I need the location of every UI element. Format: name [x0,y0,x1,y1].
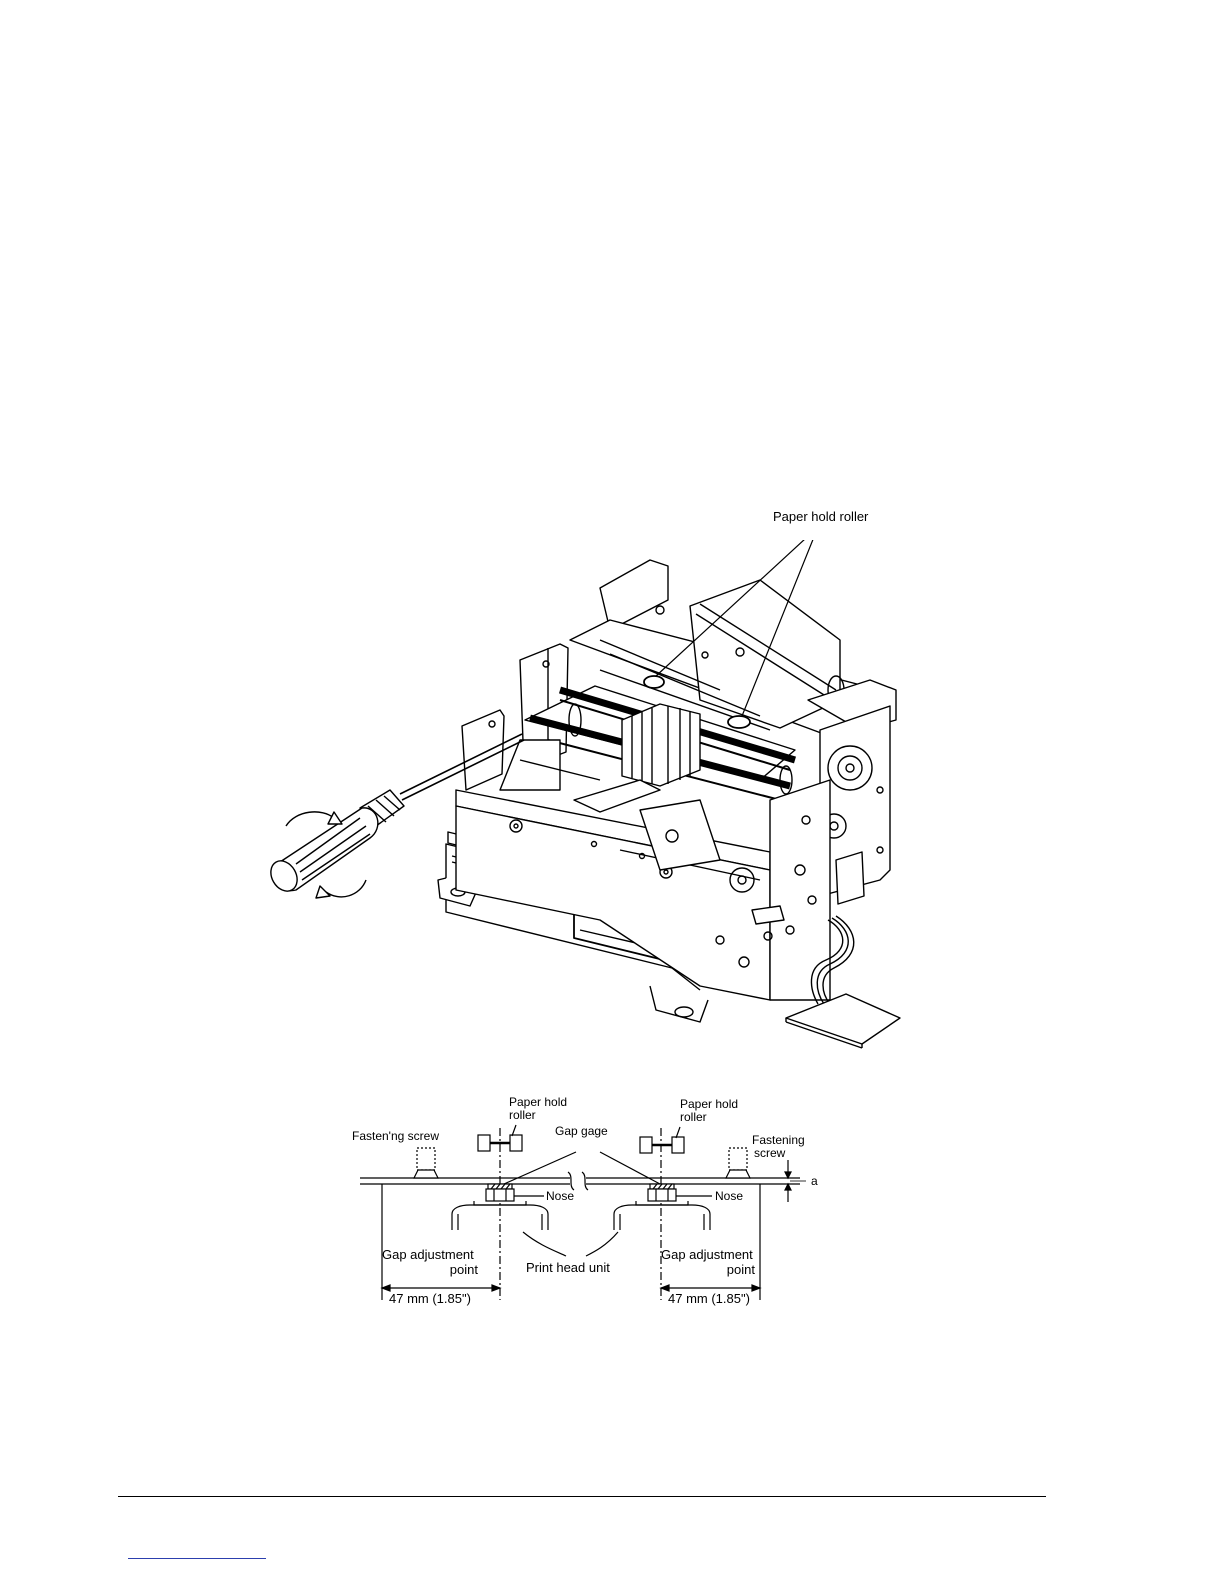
distance-label-right: 47 mm (1.85") [668,1291,750,1306]
gap-gage-leader-right [600,1152,660,1184]
gap-gage-right [650,1184,674,1189]
print-head-leader-left [523,1232,566,1256]
nose-label-left: Nose [546,1190,574,1203]
gap-gage-left [488,1184,512,1189]
gap-adjustment-point-label-right: Gap adjustment point [661,1247,761,1277]
gap-dimension-label: a [811,1175,818,1188]
fastening-screw-label-right: Fastening screw [752,1134,805,1160]
distance-label-left: 47 mm (1.85") [389,1291,471,1306]
fastening-screw-left-icon [414,1148,438,1178]
footer-link-underline[interactable] [128,1558,266,1559]
gap-gage-label: Gap gage [555,1125,608,1138]
paper-hold-roller-label-left: Paper hold roller [509,1096,567,1122]
paper-hold-roller-right-icon [640,1137,684,1153]
gap-gage-leader-left [504,1152,576,1184]
footer-rule [118,1496,1046,1497]
printer-mechanism-illustration [260,540,920,1060]
print-head-unit-right [614,1189,710,1230]
print-head-leader-right [586,1232,618,1256]
front-frame [456,790,770,1000]
paper-hold-roller-right-part [728,716,750,728]
gap-adjustment-point-label-left: Gap adjustment point [382,1247,502,1277]
print-head-unit-label: Print head unit [526,1260,610,1275]
fastening-screw-label-left: Fasten'ng screw [352,1130,439,1143]
paper-hold-roller-label-right: Paper hold roller [680,1098,738,1124]
gap-dimension-marker [785,1160,806,1202]
roller-left-leader [512,1125,516,1136]
paper-hold-roller-callout: Paper hold roller [773,509,868,524]
roller-right-leader [676,1127,680,1138]
fastening-screw-right-icon [726,1148,750,1178]
paper-hold-roller-left-part [644,676,664,688]
nose-label-right: Nose [715,1190,743,1203]
